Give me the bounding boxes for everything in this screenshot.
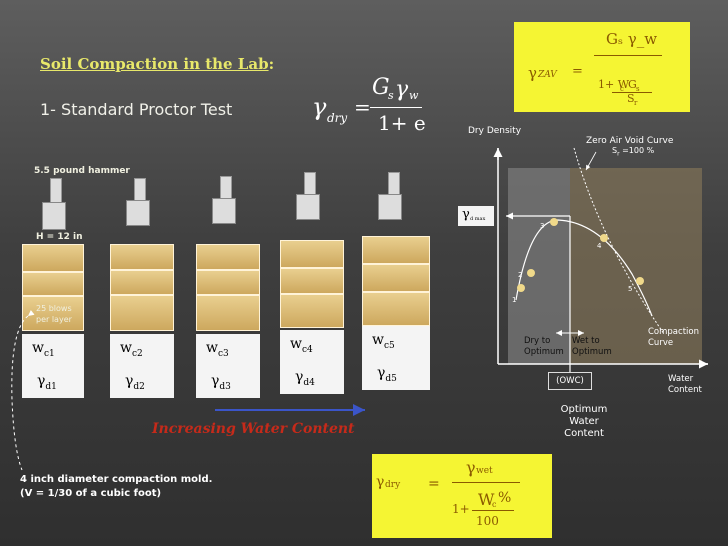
gamma-dmax-box: γ d max [458,206,494,226]
height-label: H = 12 in [36,232,83,242]
point-label-2: 2 [518,271,523,279]
zav-curve-label: Zero Air Void Curve [586,136,674,146]
point-5 [636,277,644,285]
sample-box-3: wc3 γd3 [196,334,260,398]
sample-box-4: wc4 γd4 [280,330,344,394]
point-2 [527,269,535,277]
wet-density-formula-box: γ dry = γ wet 1+ W c % 100 [372,454,552,538]
point-label-1: 1 [512,296,517,304]
subtitle: 1- Standard Proctor Test [40,100,233,119]
point-4 [600,234,608,242]
sample-box-2: wc2 γd2 [110,334,174,398]
mold-note: 4 inch diameter compaction mold. (V = 1/… [20,474,213,499]
page-title: Soil Compaction in the Lab: [40,55,275,73]
y-axis-label: Dry Density [468,126,522,136]
sample-box-5: wc5 γd5 [362,326,430,390]
hammer-label: 5.5 pound hammer [34,166,130,176]
point-label-5: 5 [628,285,633,293]
formula-dry-density: γ dry = G s γ w 1+ e [312,75,426,135]
point-3 [550,218,558,226]
owc-box: (OWC) [548,372,592,390]
increasing-water-label: Increasing Water Content [152,421,355,437]
point-1 [517,284,525,292]
point-label-4: 4 [597,242,602,250]
zav-sr-label: Sr =100 % [612,146,655,158]
sample-box-1: wc1 γd1 [22,334,84,398]
zav-formula-box: γ ZAV = Gₛ γ_w 1+ W c G s S r [514,22,690,112]
point-label-3: 3 [540,222,545,230]
